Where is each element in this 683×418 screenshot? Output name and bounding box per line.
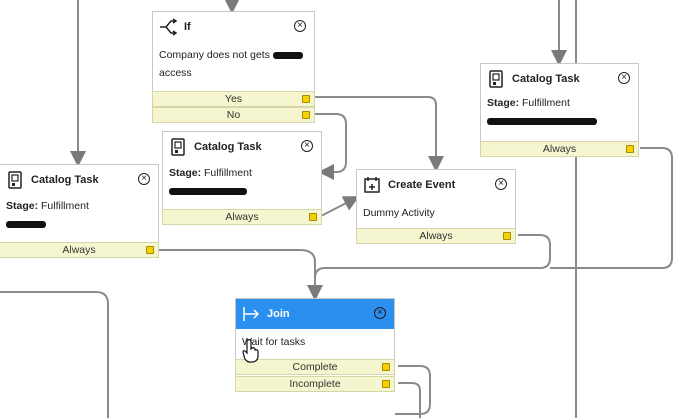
if-output-no[interactable]: No bbox=[152, 107, 315, 123]
wire-event-always-to-join bbox=[314, 234, 551, 279]
create-event-header[interactable]: Create Event × bbox=[357, 170, 515, 200]
wire-topright-always-to-join bbox=[550, 147, 673, 269]
create-event-body: Dummy Activity bbox=[357, 200, 515, 222]
output-always-label: Always bbox=[225, 211, 259, 223]
join-node[interactable]: Join × Wait for tasks Complete Incomplet… bbox=[235, 298, 395, 392]
if-node[interactable]: If × Company does not gets access Yes No bbox=[152, 11, 315, 123]
catalog-task-body: Stage: Fulfillment bbox=[0, 195, 158, 233]
close-icon[interactable]: × bbox=[374, 307, 386, 319]
if-node-header[interactable]: If × bbox=[153, 12, 314, 42]
join-output-incomplete[interactable]: Incomplete bbox=[235, 376, 395, 392]
catalog-output-always[interactable]: Always bbox=[162, 209, 322, 225]
stage-value: Fulfillment bbox=[522, 97, 570, 109]
wire-yes-to-event bbox=[314, 96, 444, 172]
if-output-yes-label: Yes bbox=[224, 93, 243, 105]
join-output-incomplete-label: Incomplete bbox=[289, 378, 341, 390]
join-body: Wait for tasks bbox=[236, 329, 394, 351]
close-icon[interactable]: × bbox=[294, 20, 306, 32]
redacted-text bbox=[169, 187, 247, 195]
output-port[interactable] bbox=[302, 111, 310, 119]
close-icon[interactable]: × bbox=[138, 173, 150, 185]
join-title: Join bbox=[267, 308, 290, 320]
create-event-description: Dummy Activity bbox=[363, 207, 435, 219]
catalog-task-body: Stage: Fulfillment bbox=[163, 162, 321, 200]
wire-no-to-catalog bbox=[314, 113, 347, 180]
catalog-task-node-middle[interactable]: Catalog Task × Stage: Fulfillment Always bbox=[162, 131, 322, 225]
catalog-task-body: Stage: Fulfillment bbox=[481, 94, 638, 130]
catalog-output-always[interactable]: Always bbox=[480, 141, 639, 157]
stage-label: Stage: bbox=[169, 167, 202, 179]
join-output-complete-label: Complete bbox=[292, 361, 338, 373]
stage-value: Fulfillment bbox=[204, 167, 252, 179]
redacted-text bbox=[272, 51, 303, 59]
if-node-body: Company does not gets access bbox=[153, 42, 314, 82]
close-icon[interactable]: × bbox=[495, 178, 507, 190]
catalog-task-title: Catalog Task bbox=[31, 174, 99, 186]
calendar-icon bbox=[364, 177, 380, 193]
stage-label: Stage: bbox=[487, 97, 520, 109]
catalog-task-header[interactable]: Catalog Task × bbox=[0, 165, 158, 195]
if-node-description: Company does not gets bbox=[159, 49, 270, 61]
wire-always-to-event bbox=[320, 196, 360, 217]
hand-cursor-icon bbox=[242, 339, 259, 363]
output-port[interactable] bbox=[146, 246, 154, 254]
stage-label: Stage: bbox=[6, 200, 39, 212]
if-node-description-cont: access bbox=[159, 67, 192, 79]
output-port[interactable] bbox=[626, 145, 634, 153]
join-output-complete[interactable]: Complete bbox=[235, 359, 395, 375]
create-event-title: Create Event bbox=[388, 179, 456, 191]
catalog-output-always[interactable]: Always bbox=[0, 242, 159, 258]
create-event-node[interactable]: Create Event × Dummy Activity Always bbox=[356, 169, 516, 244]
catalog-task-title: Catalog Task bbox=[512, 73, 580, 85]
if-node-title: If bbox=[184, 21, 191, 33]
output-port[interactable] bbox=[382, 363, 390, 371]
output-port[interactable] bbox=[382, 380, 390, 388]
catalog-task-header[interactable]: Catalog Task × bbox=[481, 64, 638, 94]
catalog-task-node-left[interactable]: Catalog Task × Stage: Fulfillment Always bbox=[0, 164, 159, 258]
catalog-task-icon bbox=[171, 138, 185, 156]
output-always-label: Always bbox=[419, 230, 453, 242]
wire-left-down bbox=[0, 291, 109, 418]
close-icon[interactable]: × bbox=[618, 72, 630, 84]
redacted-text bbox=[6, 220, 46, 228]
if-output-no-label: No bbox=[226, 109, 241, 121]
output-port[interactable] bbox=[309, 213, 317, 221]
join-icon bbox=[243, 307, 260, 321]
if-output-yes[interactable]: Yes bbox=[152, 91, 315, 107]
event-output-always[interactable]: Always bbox=[356, 228, 516, 244]
join-description: Wait for tasks bbox=[242, 336, 306, 348]
output-always-label: Always bbox=[62, 244, 96, 256]
catalog-task-header[interactable]: Catalog Task × bbox=[163, 132, 321, 162]
output-always-label: Always bbox=[542, 143, 577, 155]
wire-complete-loop bbox=[395, 365, 431, 415]
stage-value: Fulfillment bbox=[41, 200, 89, 212]
branch-icon bbox=[160, 18, 177, 36]
wire-incomplete bbox=[398, 382, 421, 418]
redacted-text bbox=[487, 117, 597, 125]
catalog-task-title: Catalog Task bbox=[194, 141, 262, 153]
catalog-task-icon bbox=[8, 171, 22, 189]
catalog-task-node-right[interactable]: Catalog Task × Stage: Fulfillment Always bbox=[480, 63, 639, 157]
wire-left-always-to-join bbox=[159, 249, 323, 301]
output-port[interactable] bbox=[503, 232, 511, 240]
catalog-task-icon bbox=[489, 70, 503, 88]
close-icon[interactable]: × bbox=[301, 140, 313, 152]
output-port[interactable] bbox=[302, 95, 310, 103]
join-header[interactable]: Join × bbox=[236, 299, 394, 329]
